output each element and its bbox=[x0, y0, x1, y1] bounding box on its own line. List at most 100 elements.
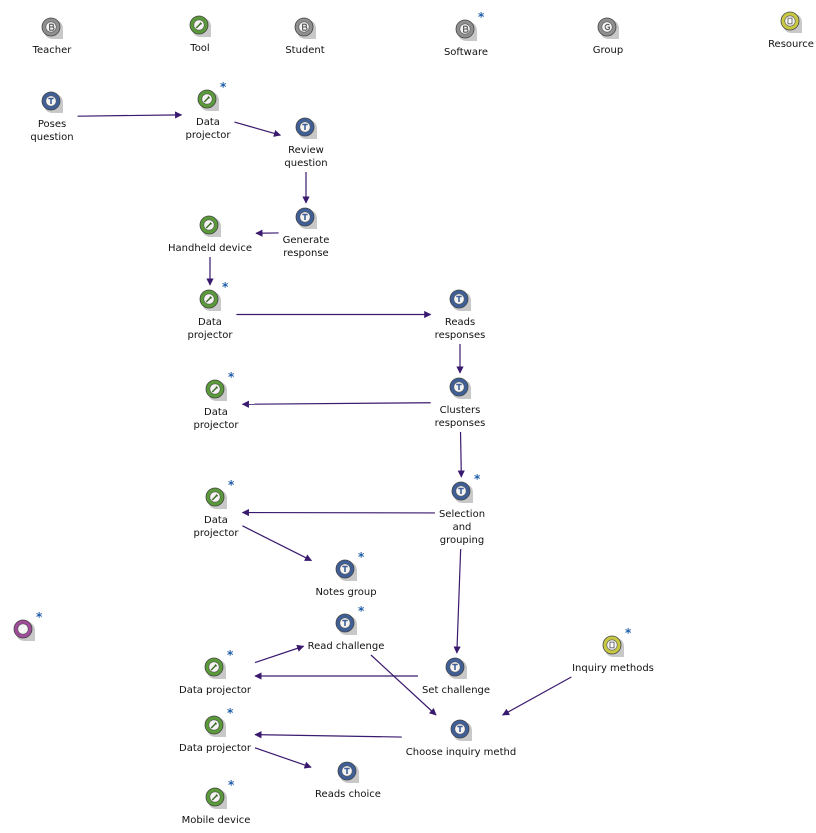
node-label: Inquiry methods bbox=[572, 663, 654, 674]
resource-icon: * bbox=[601, 626, 631, 658]
tool-icon: * bbox=[204, 370, 234, 402]
node-data-projector-2[interactable]: * Data projector bbox=[150, 280, 270, 342]
teacher-icon: * bbox=[334, 604, 364, 636]
node-reads-choice[interactable]: Reads choice bbox=[288, 760, 408, 801]
node-clusters-responses[interactable]: Clusters responses bbox=[400, 376, 520, 430]
node-mobile-device[interactable]: * Mobile device bbox=[156, 778, 276, 827]
flow-arrow-10 bbox=[242, 525, 313, 562]
legend-group: Group bbox=[548, 16, 668, 57]
star-marker: * bbox=[358, 604, 365, 618]
teacher-icon bbox=[444, 656, 468, 680]
node-label: Notes group bbox=[315, 587, 377, 598]
flow-arrow-1 bbox=[234, 121, 282, 137]
tool-icon bbox=[188, 14, 212, 38]
star-marker: * bbox=[220, 80, 227, 94]
node-review-question[interactable]: Review question bbox=[246, 116, 366, 170]
node-selection-and-grouping[interactable]: * Selection and grouping bbox=[402, 472, 522, 547]
node-label: Data projector bbox=[193, 515, 239, 539]
software-role-icon: * bbox=[454, 10, 484, 42]
group-icon bbox=[596, 16, 620, 40]
teacher-icon bbox=[448, 376, 472, 400]
node-data-projector-5[interactable]: * Data projector bbox=[155, 648, 275, 697]
node-label: Data projector bbox=[179, 743, 251, 754]
node-data-projector-6[interactable]: * Data projector bbox=[155, 706, 275, 755]
node-set-challenge[interactable]: Set challenge bbox=[396, 656, 516, 697]
flow-arrow-7 bbox=[241, 400, 431, 408]
node-handheld-device[interactable]: Handheld device bbox=[150, 214, 270, 255]
resource-icon bbox=[779, 10, 803, 34]
node-label: Data projector bbox=[193, 407, 239, 431]
node-label: Reads responses bbox=[434, 317, 486, 341]
flow-arrow-15 bbox=[501, 676, 572, 716]
teacher-icon bbox=[294, 206, 318, 230]
legend-label: Teacher bbox=[32, 45, 72, 56]
node-label: Generate response bbox=[282, 235, 330, 259]
tool-icon: * bbox=[204, 478, 234, 510]
node-label: Reads choice bbox=[315, 789, 381, 800]
teacher-role-icon bbox=[40, 16, 64, 40]
legend-software: * Software bbox=[406, 10, 526, 59]
node-label: Data projector bbox=[179, 685, 251, 696]
star-marker: * bbox=[228, 778, 235, 792]
flow-arrow-0 bbox=[77, 111, 183, 119]
node-label: Handheld device bbox=[168, 243, 252, 254]
node-label: Read challenge bbox=[307, 641, 385, 652]
teacher-icon bbox=[40, 90, 64, 114]
tool-icon: * bbox=[204, 778, 234, 810]
node-data-projector-1[interactable]: * Data projector bbox=[148, 80, 268, 142]
node-label: Selection and grouping bbox=[438, 509, 486, 546]
star-marker: * bbox=[36, 610, 43, 624]
node-reads-responses[interactable]: Reads responses bbox=[400, 288, 520, 342]
tool-icon: * bbox=[196, 80, 226, 112]
flow-arrow-14 bbox=[370, 654, 437, 716]
node-label: Mobile device bbox=[181, 815, 251, 826]
node-read-challenge[interactable]: * Read challenge bbox=[286, 604, 406, 653]
flow-arrow-16 bbox=[254, 731, 402, 739]
node-choose-inquiry-method[interactable]: Choose inquiry methd bbox=[401, 718, 521, 759]
teacher-icon: * bbox=[334, 550, 364, 582]
legend-resource: Resource bbox=[731, 10, 816, 51]
star-marker: * bbox=[358, 550, 365, 564]
tool-icon bbox=[198, 214, 222, 238]
pencil-icon: * bbox=[12, 610, 42, 642]
node-annotation[interactable]: * bbox=[0, 610, 84, 642]
star-marker: * bbox=[227, 706, 234, 720]
node-label: Review question bbox=[284, 145, 328, 169]
star-marker: * bbox=[228, 370, 235, 384]
node-generate-response[interactable]: Generate response bbox=[246, 206, 366, 260]
node-inquiry-methods[interactable]: * Inquiry methods bbox=[553, 626, 673, 675]
legend-label: Student bbox=[285, 45, 325, 56]
flow-arrow-17 bbox=[254, 747, 312, 769]
teacher-icon bbox=[448, 288, 472, 312]
star-marker: * bbox=[228, 478, 235, 492]
node-label: Poses question bbox=[30, 119, 74, 143]
flow-arrow-8 bbox=[457, 431, 465, 478]
teacher-icon bbox=[294, 116, 318, 140]
legend-student: Student bbox=[245, 16, 365, 57]
star-marker: * bbox=[478, 10, 485, 24]
node-label: Clusters responses bbox=[434, 405, 486, 429]
legend-label: Software bbox=[443, 47, 489, 58]
teacher-icon: * bbox=[450, 472, 480, 504]
legend-teacher: Teacher bbox=[0, 16, 112, 57]
star-marker: * bbox=[474, 472, 481, 486]
node-label: Set challenge bbox=[421, 685, 491, 696]
node-notes-group[interactable]: * Notes group bbox=[286, 550, 406, 599]
node-poses-question[interactable]: Poses question bbox=[0, 90, 112, 144]
flow-arrow-11 bbox=[453, 548, 462, 654]
star-marker: * bbox=[625, 626, 632, 640]
node-label: Data projector bbox=[185, 117, 231, 141]
tool-icon: * bbox=[203, 706, 233, 738]
node-data-projector-3[interactable]: * Data projector bbox=[156, 370, 276, 432]
flow-arrow-13 bbox=[254, 644, 305, 664]
teacher-icon bbox=[449, 718, 473, 742]
teacher-icon bbox=[336, 760, 360, 784]
star-marker: * bbox=[227, 648, 234, 662]
tool-icon: * bbox=[198, 280, 228, 312]
tool-icon: * bbox=[203, 648, 233, 680]
legend-tool: Tool bbox=[140, 14, 260, 55]
legend-label: Tool bbox=[190, 43, 210, 54]
node-data-projector-4[interactable]: * Data projector bbox=[156, 478, 276, 540]
